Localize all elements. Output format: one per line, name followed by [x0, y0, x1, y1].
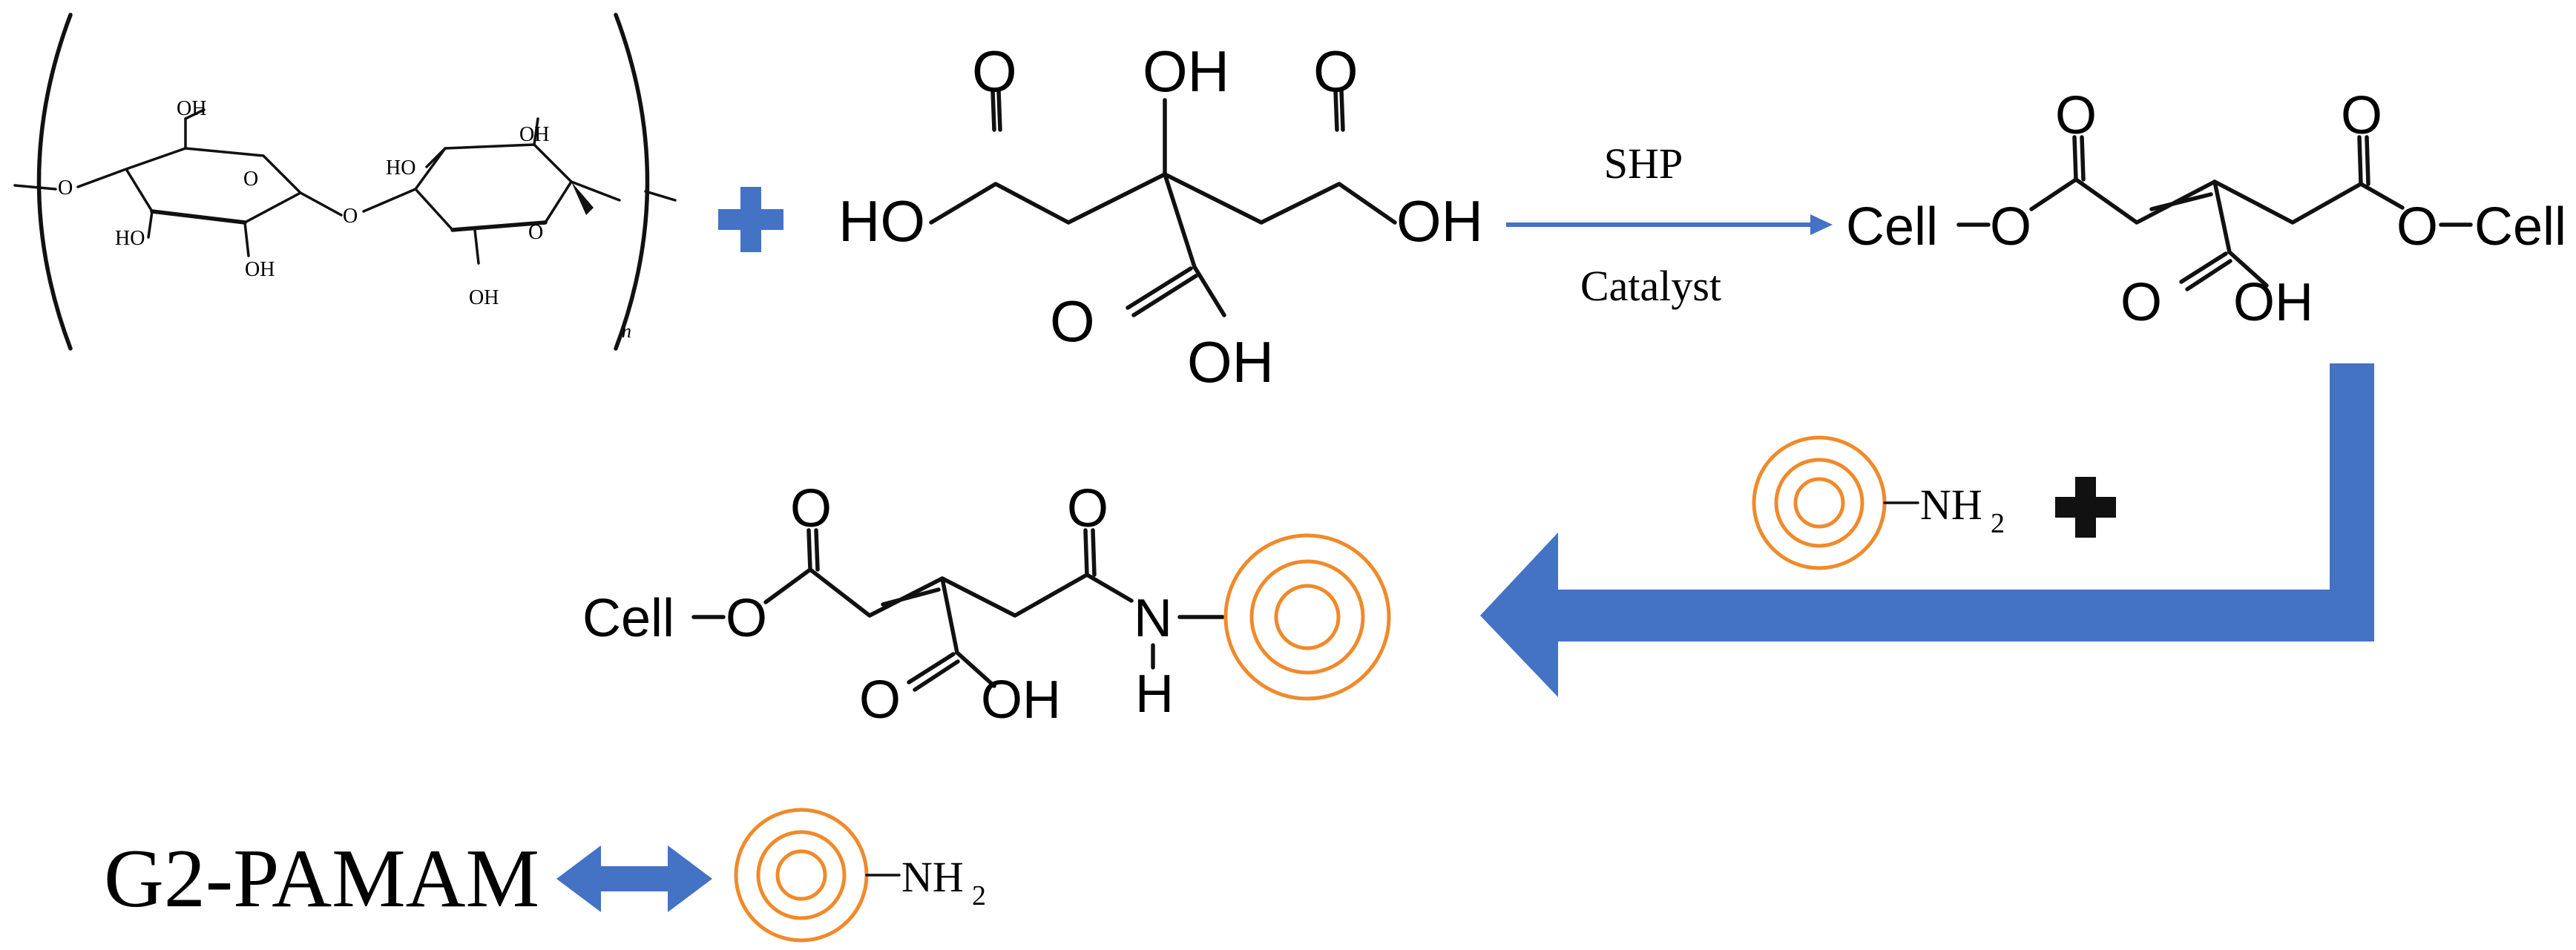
cellulose-oh-top1: OH: [177, 97, 206, 120]
product2-n: N: [1134, 589, 1172, 648]
product2-h: H: [1135, 664, 1174, 724]
citric-oh-right: OH: [1396, 188, 1483, 254]
product1-o-bottom: O: [2120, 273, 2162, 332]
citric-o-topright: O: [1313, 39, 1358, 104]
arrow-right-icon: [1506, 214, 1833, 235]
dendrimer-reagent: NH 2: [1752, 435, 2005, 570]
product2-oh-bottom: OH: [981, 670, 1061, 730]
cellulose-ring-o1: O: [243, 168, 258, 191]
product1-o-left: O: [1990, 197, 2031, 257]
citric-o-topleft: O: [972, 39, 1017, 104]
product1-o-topright: O: [2341, 86, 2382, 145]
cellulose-oh-bottom1: OH: [245, 258, 275, 281]
product1-o-topleft: O: [2055, 86, 2097, 145]
legend-amine: NH: [901, 853, 964, 901]
cellulose-oh-bottom2: OH: [469, 286, 499, 309]
dendrimer-icon: [734, 808, 869, 943]
product2-o-topright: O: [1067, 479, 1108, 538]
reagent2-amine: NH: [1920, 481, 1982, 529]
product1-structure: Cell O O O O Cell O OH: [1846, 86, 2566, 332]
reaction-condition-above: SHP: [1604, 139, 1683, 188]
cellulose-ho-left: HO: [115, 227, 145, 250]
cellulose-glycosidic-o: O: [343, 205, 358, 228]
product2-o-left: O: [726, 589, 767, 648]
legend-subscript: 2: [972, 880, 986, 911]
plus-icon: [718, 187, 783, 252]
left-bracket: [36, 13, 73, 351]
citric-acid-structure: O OH O HO OH O OH: [838, 39, 1483, 395]
product2-o-bottom: O: [859, 670, 901, 730]
cellulose-o-left: O: [58, 177, 73, 199]
reagent2-subscript: 2: [1991, 508, 2005, 539]
citric-o-bottom: O: [1050, 288, 1095, 354]
product2-o-topleft: O: [790, 479, 832, 538]
dendrimer-icon: [1752, 435, 1887, 570]
reaction-condition-below: Catalyst: [1580, 262, 1721, 310]
legend-name: G2-PAMAM: [104, 833, 539, 925]
dendrimer-icon: [1223, 533, 1391, 701]
product1-oh-bottom: OH: [2233, 273, 2313, 332]
cellulose-oh-top2: OH: [519, 123, 549, 146]
citric-oh-bottom: OH: [1187, 329, 1274, 395]
legend: G2-PAMAM NH 2: [104, 808, 986, 943]
cellulose-ring-o2: O: [528, 221, 543, 244]
cellulose-structure: n O OH O HO OH O HO OH O OH: [13, 13, 677, 351]
double-arrow-icon: [556, 845, 712, 912]
citric-oh-top: OH: [1143, 39, 1229, 104]
repeat-subscript: n: [622, 320, 631, 342]
plus-icon-black: [2055, 477, 2116, 538]
product1-o-right: O: [2396, 197, 2438, 257]
citric-ho-left: HO: [838, 188, 925, 254]
bent-arrow-icon: [1480, 363, 2374, 697]
right-bracket: [614, 13, 650, 351]
cellulose-ho-top2: HO: [386, 156, 415, 179]
product2-cell-left: Cell: [582, 589, 674, 648]
product1-cell-right: Cell: [2474, 197, 2566, 257]
product2-structure: Cell O O O N H O OH: [582, 479, 1391, 730]
product1-cell-left: Cell: [1846, 197, 1938, 257]
